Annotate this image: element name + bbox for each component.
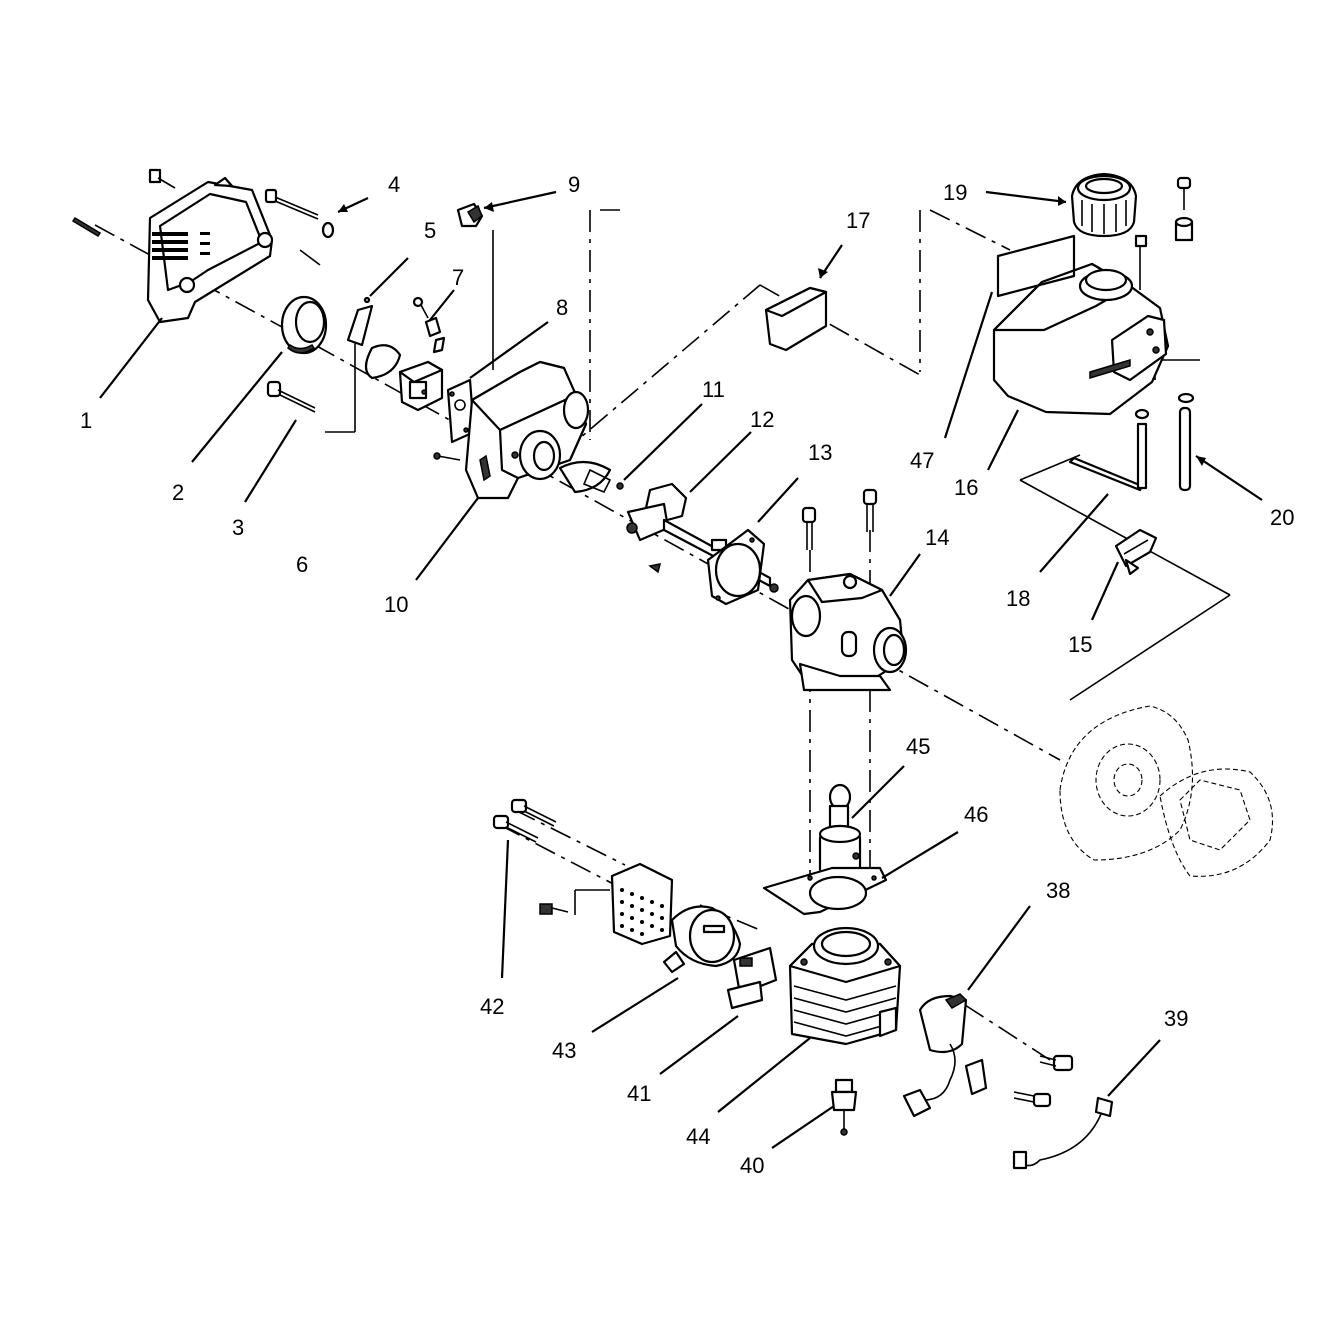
- part-14-crankcase: [769, 488, 908, 692]
- part-44-cylinder: [788, 926, 902, 1046]
- callout-42: 42: [480, 994, 504, 1019]
- callout-6: 6: [296, 552, 308, 577]
- callout-7: 7: [452, 265, 464, 290]
- part-5-choke-plate: [346, 296, 402, 380]
- callout-45: 45: [906, 734, 930, 759]
- callout-39: 39: [1164, 1006, 1188, 1031]
- callout-11: 11: [702, 377, 725, 402]
- part-20-vent-tube: [1177, 392, 1195, 492]
- callout-4: 4: [388, 172, 400, 197]
- callout-18: 18: [1006, 586, 1030, 611]
- callout-2: 2: [172, 480, 184, 505]
- part-9-fitting: [456, 202, 484, 228]
- part-18-fuel-line: [1068, 408, 1150, 492]
- callout-46: 46: [964, 802, 988, 827]
- part-45-piston: [818, 783, 862, 882]
- callout-12: 12: [750, 407, 774, 432]
- callout-43: 43: [552, 1038, 576, 1063]
- leader-arrowheads: [338, 196, 1206, 466]
- callout-19: 19: [943, 180, 967, 205]
- part-40-spark-plug: [830, 1078, 858, 1136]
- part-16-fuel-tank: [992, 234, 1170, 416]
- callout-44: 44: [686, 1124, 710, 1149]
- callout-38: 38: [1046, 878, 1070, 903]
- callout-15: 15: [1068, 632, 1092, 657]
- callout-1: 1: [80, 408, 92, 433]
- callout-8: 8: [556, 295, 568, 320]
- starter-housing-reference: [1059, 705, 1274, 877]
- callout-41: 41: [627, 1081, 651, 1106]
- callout-47: 47: [910, 448, 934, 473]
- callout-16: 16: [954, 475, 978, 500]
- leader-lines: [99, 190, 1263, 1149]
- part-39-ground-wire: [1012, 1096, 1114, 1170]
- callout-40: 40: [740, 1153, 764, 1178]
- callout-10: 10: [384, 592, 408, 617]
- part-38-ignition-module: [902, 993, 1074, 1118]
- part-6-carburetor: [398, 360, 444, 412]
- part-4-screw-washer: [264, 188, 335, 239]
- part-1-air-filter-cover: [71, 168, 274, 324]
- part-11-reed-plate: [558, 460, 624, 494]
- callout-20: 20: [1270, 505, 1294, 530]
- part-3-screw: [266, 380, 316, 413]
- part-13-gasket: [706, 528, 766, 606]
- part-43-muffler: [662, 905, 742, 974]
- callout-5: 5: [424, 218, 436, 243]
- callout-13: 13: [808, 440, 832, 465]
- part-47-label: [996, 234, 1076, 298]
- part-46-base-gasket: [762, 866, 888, 916]
- part-7-screw-set: [412, 296, 446, 354]
- part-41-muffler-plate: [726, 946, 778, 1010]
- callout-14: 14: [925, 525, 949, 550]
- part-17-bracket: [764, 286, 828, 352]
- part-42-muffler-screws: [492, 798, 674, 946]
- callout-3: 3: [232, 515, 244, 540]
- callout-9: 9: [568, 172, 580, 197]
- part-10-air-box-body: [433, 360, 590, 500]
- part-2-filter-element: [280, 295, 328, 355]
- part-19-fuel-cap: [1070, 172, 1194, 242]
- callout-labels: 1 2 3 4 5 6 7 8 9 10 11 12 13 14 15 16 1…: [80, 172, 1294, 1178]
- part-15-clip: [1114, 528, 1158, 576]
- callout-17: 17: [846, 208, 870, 233]
